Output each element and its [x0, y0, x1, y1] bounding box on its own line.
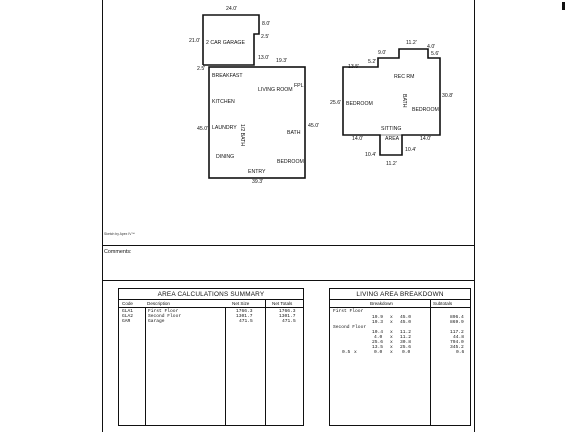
- sf-dim-40: 4.0': [427, 44, 436, 50]
- sf-dim-104-right: 10.4': [405, 147, 417, 153]
- ff-dining: DINING: [216, 154, 235, 160]
- comments-divider: [102, 245, 474, 246]
- living-breakdown-title: LIVING AREA BREAKDOWN: [356, 291, 444, 298]
- ff-fpl: FPL: [294, 83, 304, 89]
- ff-laundry: LAUNDRY: [212, 125, 237, 131]
- garage-label: 2 CAR GARAGE: [206, 40, 245, 46]
- ff-living-room: LIVING ROOM: [258, 87, 293, 93]
- ff-bath: BATH: [287, 130, 301, 136]
- ff-dim-bottom: 39.3': [252, 179, 264, 185]
- summary-divider: [102, 280, 474, 281]
- second-floor-outline: [342, 48, 441, 156]
- area-summary-title: AREA CALCULATIONS SUMMARY: [157, 291, 265, 298]
- garage-top-dim: 24.0': [226, 6, 238, 12]
- right-page-edge: [474, 0, 475, 432]
- sketch-credit: Sketch by Apex IV™: [104, 232, 135, 236]
- living-breakdown-box: LIVING AREA BREAKDOWN Breakdown Subtotal…: [329, 288, 471, 426]
- ff-breakfast: BREAKFAST: [212, 73, 243, 79]
- ff-dim-left: 45.0': [197, 126, 209, 132]
- ff-half-bath: 1/2 BATH: [239, 124, 245, 147]
- col-net-totals: Net Totals: [272, 301, 293, 306]
- ff-dim-right: 45.0': [308, 123, 320, 129]
- sf-dim-56: 5.6': [431, 51, 440, 57]
- garage-notch-dim-3: 13.0': [258, 55, 270, 61]
- left-page-edge: [102, 0, 103, 432]
- col-breakdown: Breakdown: [370, 301, 393, 306]
- sf-dim-112-bottom: 11.2': [386, 161, 397, 167]
- sf-dim-112-top: 11.2': [406, 40, 417, 46]
- sf-rec-rm: REC RM: [394, 74, 415, 80]
- sf-bedroom-right: BEDROOM: [412, 107, 439, 113]
- sf-dim-52: 5.2': [368, 59, 377, 65]
- garage-outline: [202, 14, 260, 66]
- area-summary-box: AREA CALCULATIONS SUMMARY Code Descripti…: [118, 288, 304, 426]
- sf-dim-140-right: 14.0': [420, 136, 432, 142]
- garage-notch-dim-1: 8.0': [262, 21, 271, 27]
- ff-dim-top: 19.3': [276, 58, 288, 64]
- col-net-size: Net Size: [232, 301, 250, 306]
- sf-dim-104-left: 10.4': [365, 152, 377, 158]
- sf-dim-308: 30.8': [442, 93, 454, 99]
- col-subtotals: Subtotals: [433, 301, 453, 306]
- col-code: Code: [122, 301, 133, 306]
- ff-entry: ENTRY: [248, 169, 266, 175]
- sf-bath: BATH: [401, 94, 407, 108]
- ff-kitchen: KITCHEN: [212, 99, 235, 105]
- ff-dim-left-small: 2.5': [197, 66, 206, 72]
- first-floor-outline: [208, 66, 306, 179]
- sf-area: AREA: [385, 136, 400, 142]
- garage-notch-dim-2: 2.5': [261, 34, 270, 40]
- comments-label: Comments:: [104, 249, 132, 255]
- corner-mark: [562, 2, 565, 10]
- section-second-floor: Second Floor: [333, 325, 367, 330]
- sf-dim-135: 13.5': [348, 64, 360, 70]
- sf-dim-256: 25.6': [330, 100, 342, 106]
- col-description: Description: [147, 301, 170, 306]
- floor-plan-sketch: [202, 14, 441, 179]
- sf-dim-140-left: 14.0': [352, 136, 364, 142]
- sf-sitting: SITTING: [381, 126, 402, 132]
- sf-dim-90: 9.0': [378, 50, 387, 56]
- garage-left-dim: 21.0': [189, 38, 201, 44]
- section-first-floor: First Floor: [333, 309, 364, 314]
- ff-bedroom: BEDROOM: [277, 159, 304, 165]
- sf-bedroom-left: BEDROOM: [346, 101, 373, 107]
